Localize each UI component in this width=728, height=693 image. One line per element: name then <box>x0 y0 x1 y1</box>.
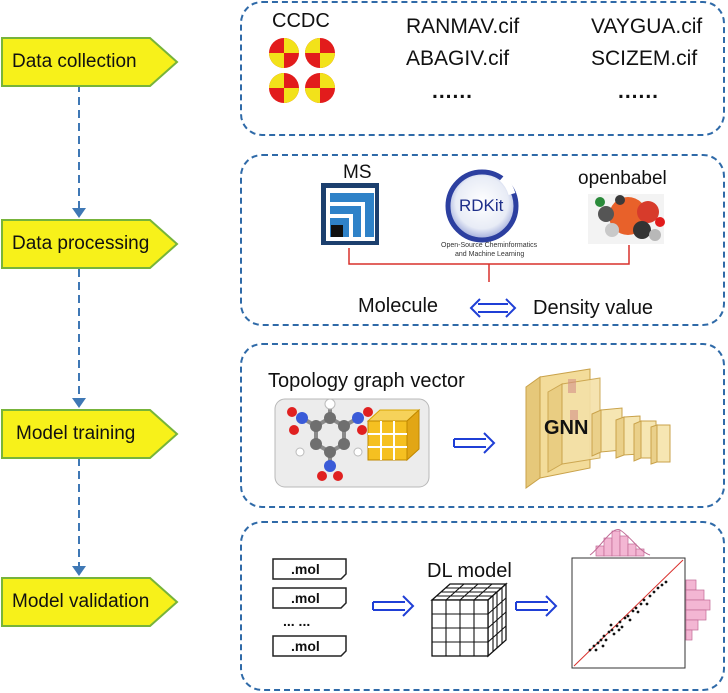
ccdc-label: CCDC <box>272 10 330 32</box>
stage-label-collection: Data collection <box>12 51 137 72</box>
connector-arrowhead <box>72 566 86 576</box>
connector-arrowhead <box>72 398 86 408</box>
cif-file-1: RANMAV.cif <box>406 15 520 38</box>
dl-model-label: DL model <box>427 560 512 582</box>
cif-ellipsis-1: ...... <box>432 80 474 103</box>
rdkit-subtitle-2: and Machine Learning <box>455 251 525 258</box>
rdkit-logo-text: RDKit <box>459 196 504 215</box>
openbabel-label: openbabel <box>578 168 667 189</box>
mol-file-label-2: .mol <box>291 590 320 606</box>
ms-label: MS <box>343 162 372 183</box>
stage-label-validation: Model validation <box>12 591 150 612</box>
connector-arrowhead <box>72 208 86 218</box>
panel-data-processing <box>240 154 725 326</box>
cif-file-2: ABAGIV.cif <box>406 47 510 70</box>
mol-file-label-1: .mol <box>291 561 320 577</box>
stage-arrow-processing <box>1 219 179 269</box>
cif-ellipsis-2: ...... <box>618 80 660 103</box>
stage-label-processing: Data processing <box>12 233 150 254</box>
mol-file-label-3: .mol <box>291 638 320 654</box>
stage-arrow-training <box>1 409 179 459</box>
rdkit-subtitle-1: Open-Source Cheminformatics <box>441 242 538 249</box>
cif-file-3: VAYGUA.cif <box>591 15 703 38</box>
mol-file-ellipsis: ... ... <box>283 613 311 629</box>
gnn-label: GNN <box>544 417 589 439</box>
cif-file-4: SCIZEM.cif <box>591 47 698 70</box>
topology-title: Topology graph vector <box>268 370 465 392</box>
panel-model-training <box>240 343 725 508</box>
density-value-label: Density value <box>533 297 654 319</box>
stage-label-training: Model training <box>16 423 136 444</box>
panel-data-collection <box>240 1 725 136</box>
stage-arrow-validation <box>1 577 179 627</box>
molecule-label: Molecule <box>358 295 439 317</box>
stage-arrow-collection <box>1 37 179 87</box>
panel-model-validation <box>240 521 725 691</box>
